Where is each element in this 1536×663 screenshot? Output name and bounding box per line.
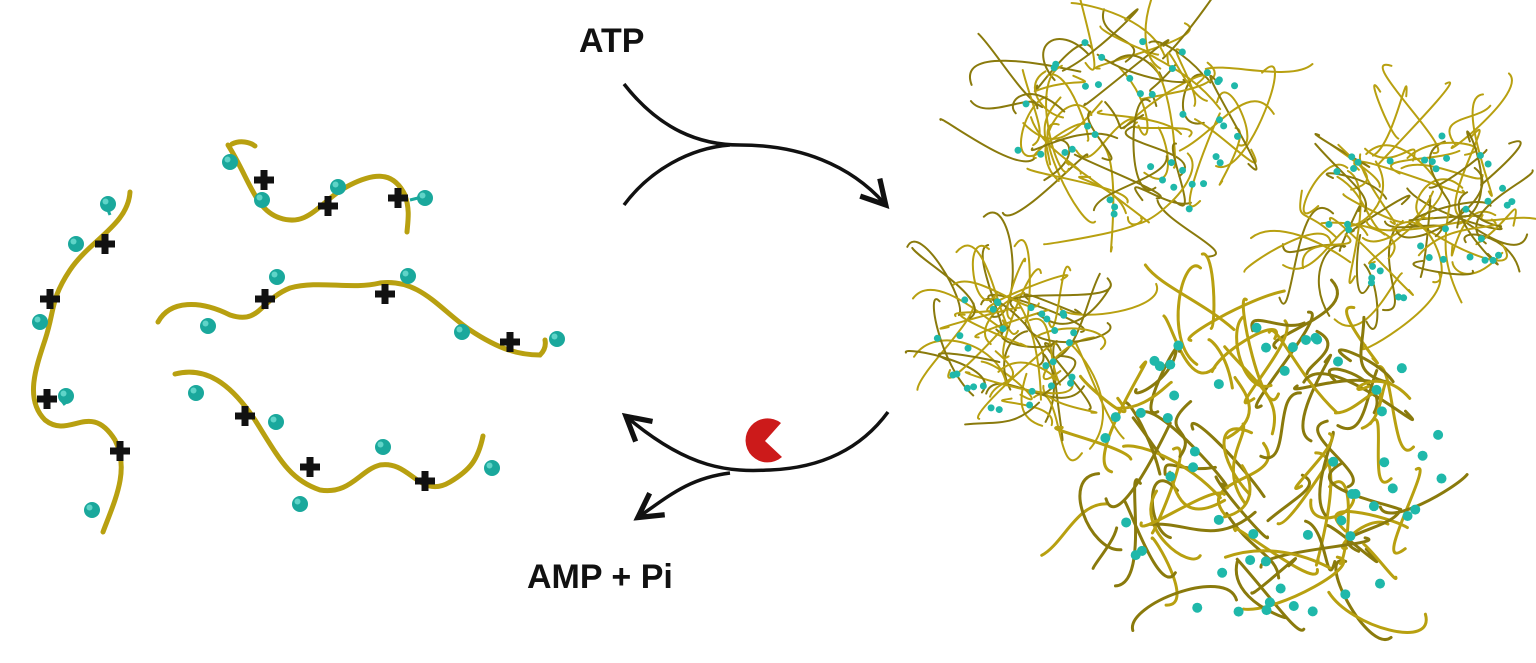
cluster-small	[904, 211, 1158, 462]
amp-pi-label: AMP + Pi	[527, 558, 673, 596]
strand-1	[30, 189, 133, 535]
assembled-clusters	[904, 0, 1536, 641]
cluster-right	[1243, 63, 1536, 351]
strand-3	[155, 268, 565, 358]
free-strands	[30, 139, 565, 535]
strand-2	[222, 139, 433, 235]
assembly-arrow	[622, 82, 884, 205]
pacman-enzyme-icon	[745, 418, 782, 463]
cluster-top	[939, 0, 1314, 258]
atp-label: ATP	[579, 22, 645, 60]
disassembly-arrow	[628, 410, 890, 516]
strand-4	[172, 369, 500, 512]
cluster-large	[1040, 252, 1469, 641]
